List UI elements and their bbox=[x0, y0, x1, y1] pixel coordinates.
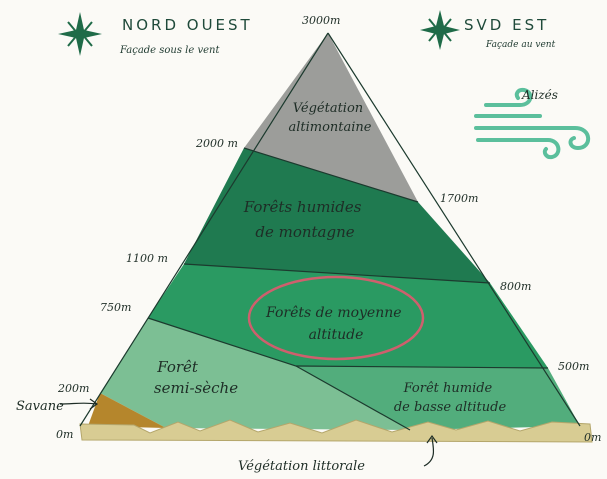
altitude-right-800: 800m bbox=[500, 280, 531, 293]
altitude-left-1100: 1100 m bbox=[126, 252, 168, 265]
label-vegetation-littorale: Végétation littorale bbox=[238, 459, 365, 474]
label-foret-moyenne-altitude: Forêts de moyenne altitude bbox=[265, 305, 406, 343]
label-vegetation-altimontaine: Végétation altimontaine bbox=[288, 101, 371, 135]
zone-vegetation-littorale bbox=[79, 419, 593, 443]
littorale-arrow bbox=[423, 434, 438, 467]
zone-foret-humide-montagne bbox=[184, 148, 490, 283]
compass-star-icon bbox=[420, 10, 460, 50]
compass-nw-subtitle: Façade sous le vent bbox=[119, 45, 220, 56]
savane-arrow bbox=[59, 398, 99, 410]
altitude-right-0: 0m bbox=[584, 431, 601, 444]
compass-se-title: SVD EST bbox=[464, 16, 549, 34]
zone-foret-moyenne-altitude bbox=[148, 264, 548, 368]
zone-savane bbox=[88, 393, 166, 428]
zone-vegetation-altimontaine bbox=[244, 33, 418, 202]
label-foret-humide-montagne: Forêts humides de montagne bbox=[243, 198, 366, 241]
altitude-left-2000: 2000 m bbox=[195, 137, 238, 150]
zone-foret-semi-seche bbox=[100, 318, 410, 430]
zone-boundaries bbox=[147, 147, 549, 431]
altitude-left-0: 0m bbox=[56, 428, 73, 441]
highlight-circle bbox=[247, 275, 425, 361]
zone-foret-humide-basse bbox=[296, 366, 580, 430]
compass-star-icon bbox=[58, 12, 102, 56]
triangle-outline bbox=[79, 32, 581, 427]
label-foret-semi-seche: Forêt semi-sèche bbox=[154, 358, 238, 397]
altitude-left-750: 750m bbox=[100, 301, 131, 314]
label-foret-humide-basse: Forêt humide de basse altitude bbox=[394, 381, 507, 415]
compass-nw-title: NORD OUEST bbox=[122, 16, 253, 34]
altitude-right-1700: 1700m bbox=[440, 192, 478, 205]
compass-se-subtitle: Façade au vent bbox=[485, 40, 556, 50]
altitude-right-500: 500m bbox=[558, 360, 589, 373]
wind-icon bbox=[474, 87, 591, 160]
altitude-left-200: 200m bbox=[57, 382, 89, 395]
label-savane: Savane bbox=[16, 399, 64, 414]
wind-label: Alizés bbox=[521, 88, 558, 102]
altitude-summit: 3000m bbox=[302, 14, 340, 27]
